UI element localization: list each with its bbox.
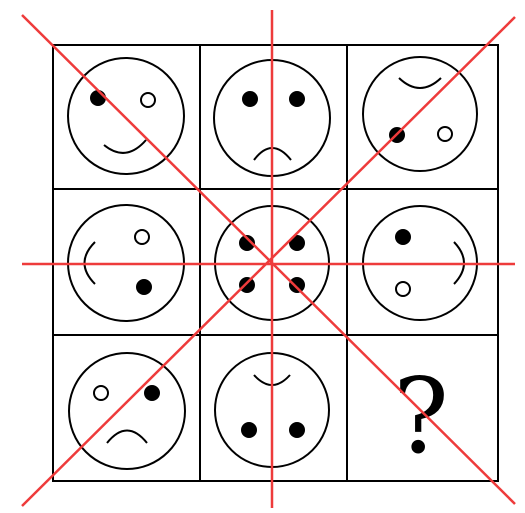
missing-answer-question-mark: ? xyxy=(393,355,449,477)
filled-eye xyxy=(144,385,160,401)
filled-eye xyxy=(241,422,257,438)
face-r0-c0 xyxy=(68,58,184,174)
hollow-eye xyxy=(141,93,155,107)
hollow-eye xyxy=(135,230,149,244)
filled-eye xyxy=(242,91,258,107)
hollow-eye xyxy=(94,386,108,400)
filled-eye xyxy=(289,422,305,438)
face-outline xyxy=(68,58,184,174)
hollow-eye xyxy=(438,127,452,141)
face-outline xyxy=(69,353,185,469)
hollow-eye xyxy=(396,282,410,296)
filled-eye xyxy=(136,279,152,295)
filled-eye xyxy=(395,229,411,245)
filled-eye xyxy=(289,91,305,107)
filled-eye xyxy=(239,277,255,293)
filled-eye xyxy=(289,277,305,293)
face-outline xyxy=(363,57,477,171)
filled-eye xyxy=(90,90,106,106)
face-r0-c2 xyxy=(363,57,477,171)
face-r2-c0 xyxy=(69,353,185,469)
